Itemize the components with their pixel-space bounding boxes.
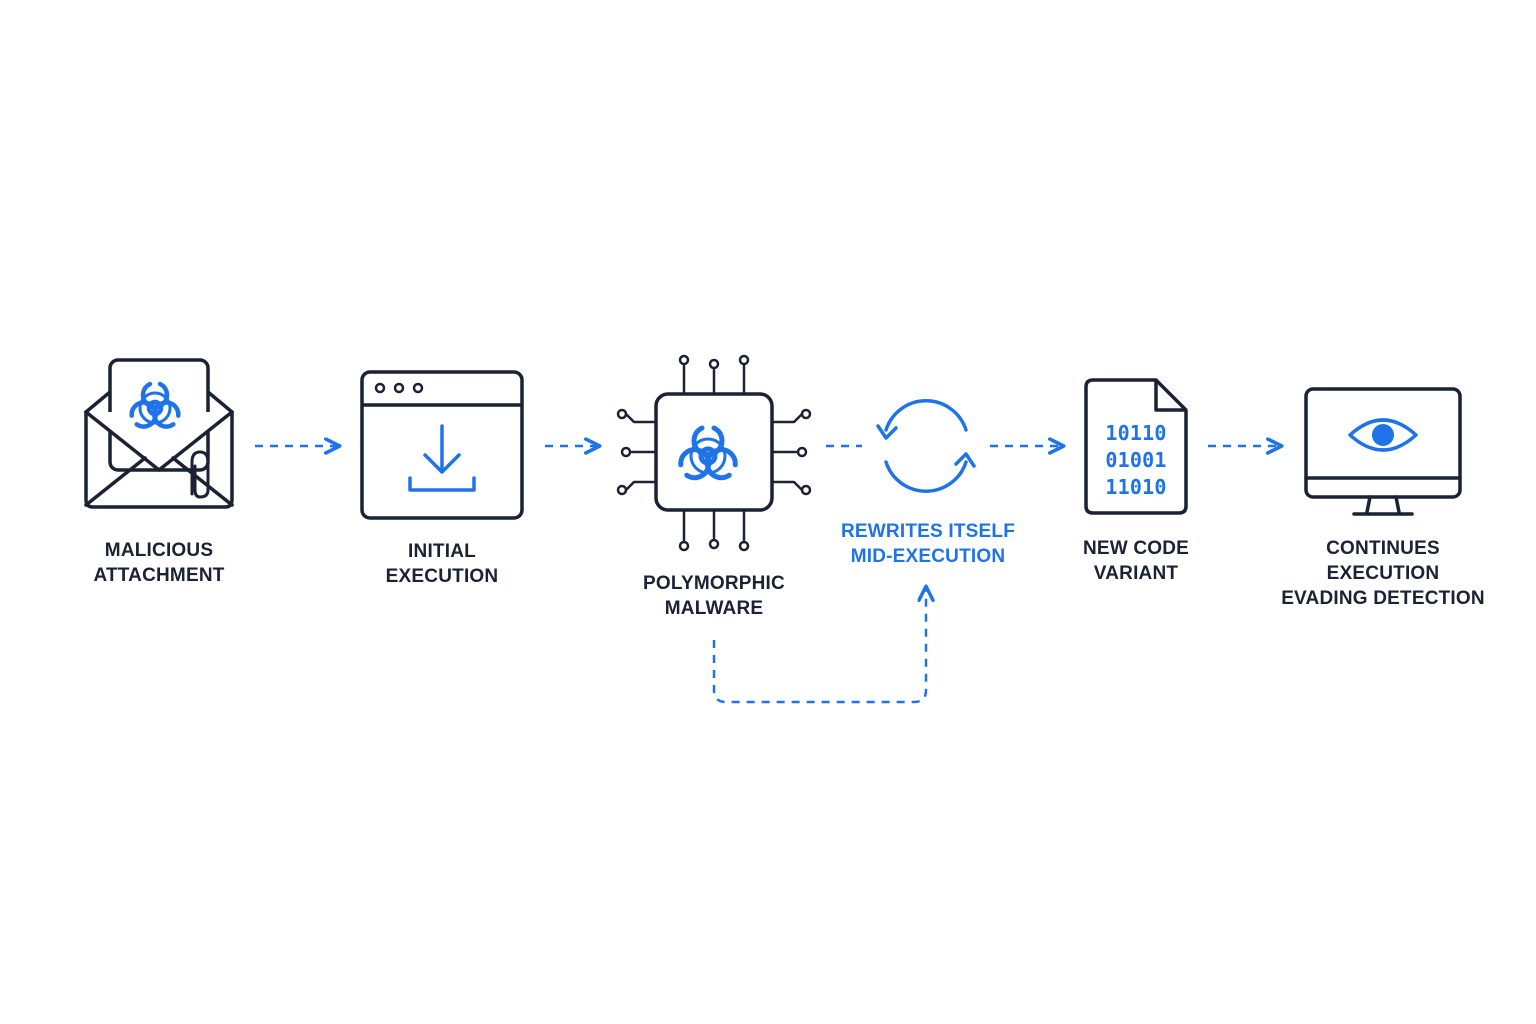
download-arrow-icon (408, 424, 476, 492)
binary-file-icon (1084, 378, 1188, 515)
refresh-cycle-icon (876, 399, 976, 493)
step-label-polymorphic-malware: POLYMORPHIC MALWARE (643, 573, 785, 619)
binary-line-1: 10110 (1105, 421, 1167, 445)
step-label-rewrites-itself: REWRITES ITSELF MID-EXECUTION (841, 521, 1015, 567)
loop-back-arrow (712, 584, 935, 704)
chip-biohazard-icon (616, 354, 812, 552)
browser-download-icon (360, 370, 524, 520)
step-label-continues-execution: CONTINUES EXECUTION EVADING DETECTION (1281, 538, 1485, 609)
step-label-new-code-variant: NEW CODE VARIANT (1082, 538, 1190, 584)
step-label-initial-execution: INITIAL EXECUTION (385, 541, 499, 587)
biohazard-symbol-email (129, 381, 181, 429)
step-label-malicious-attachment: MALICIOUS ATTACHMENT (93, 540, 225, 586)
binary-code-text: 10110 01001 11010 (1105, 420, 1166, 501)
eye-icon (1348, 418, 1418, 452)
biohazard-symbol-chip (678, 425, 738, 481)
binary-line-2: 01001 (1105, 448, 1167, 472)
monitor-eye-icon (1304, 387, 1462, 516)
binary-line-3: 11010 (1105, 475, 1167, 499)
